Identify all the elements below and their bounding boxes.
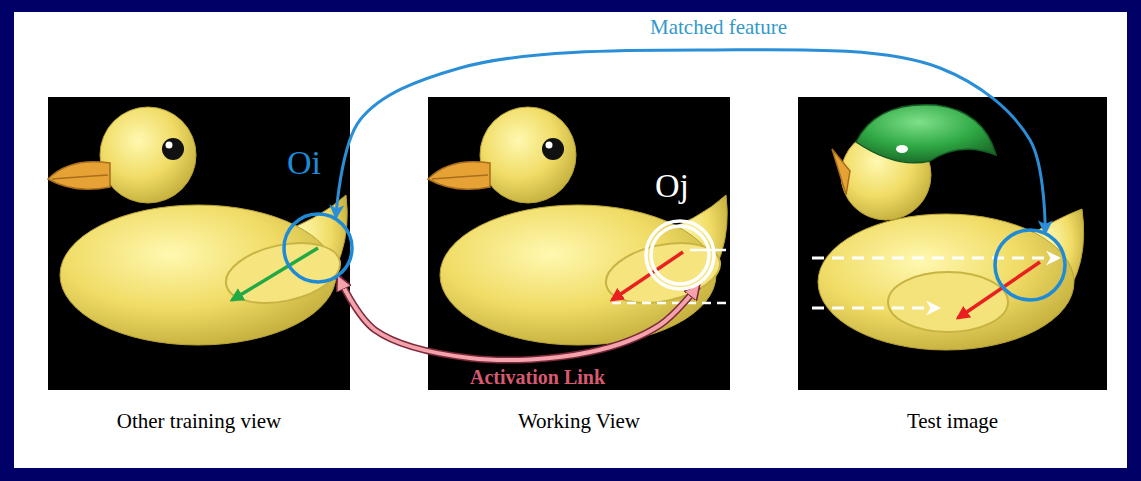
connector — [336, 50, 1045, 233]
image-panel: Other training viewOi — [48, 97, 350, 390]
edge-label: Activation Link — [470, 366, 605, 388]
circle-outline — [644, 219, 716, 291]
feature-circle: Oi — [282, 212, 354, 284]
feature-label: Oi — [287, 144, 321, 181]
feature-circle: Oj — [644, 219, 716, 291]
connector-outline — [339, 277, 698, 360]
feature-label: Oj — [655, 167, 689, 204]
circle-ring — [646, 221, 714, 289]
reference-line — [612, 302, 726, 305]
edge-label: Matched feature — [650, 16, 787, 39]
circle-ring — [284, 214, 352, 282]
vector-arrow — [232, 248, 318, 300]
vector-arrow — [958, 262, 1040, 318]
image-frame — [798, 97, 1107, 390]
reference-arrow — [812, 307, 938, 310]
image-panel: Test image — [798, 97, 1107, 390]
duck-illustration — [48, 107, 347, 345]
circle-outline — [282, 212, 354, 284]
slide-panel — [14, 12, 1127, 468]
connector-line — [336, 50, 1045, 233]
image-frame — [428, 97, 730, 390]
image-caption: Test image — [798, 410, 1107, 433]
feature-circle — [995, 230, 1065, 300]
connector — [339, 277, 698, 360]
image-panel: Working ViewOj — [428, 97, 730, 390]
image-caption: Other training view — [48, 410, 350, 433]
reference-arrow — [812, 257, 1058, 260]
image-frame — [48, 97, 350, 390]
image-caption: Working View — [428, 410, 730, 433]
circle-ring — [651, 226, 709, 284]
connector-line — [339, 277, 698, 360]
